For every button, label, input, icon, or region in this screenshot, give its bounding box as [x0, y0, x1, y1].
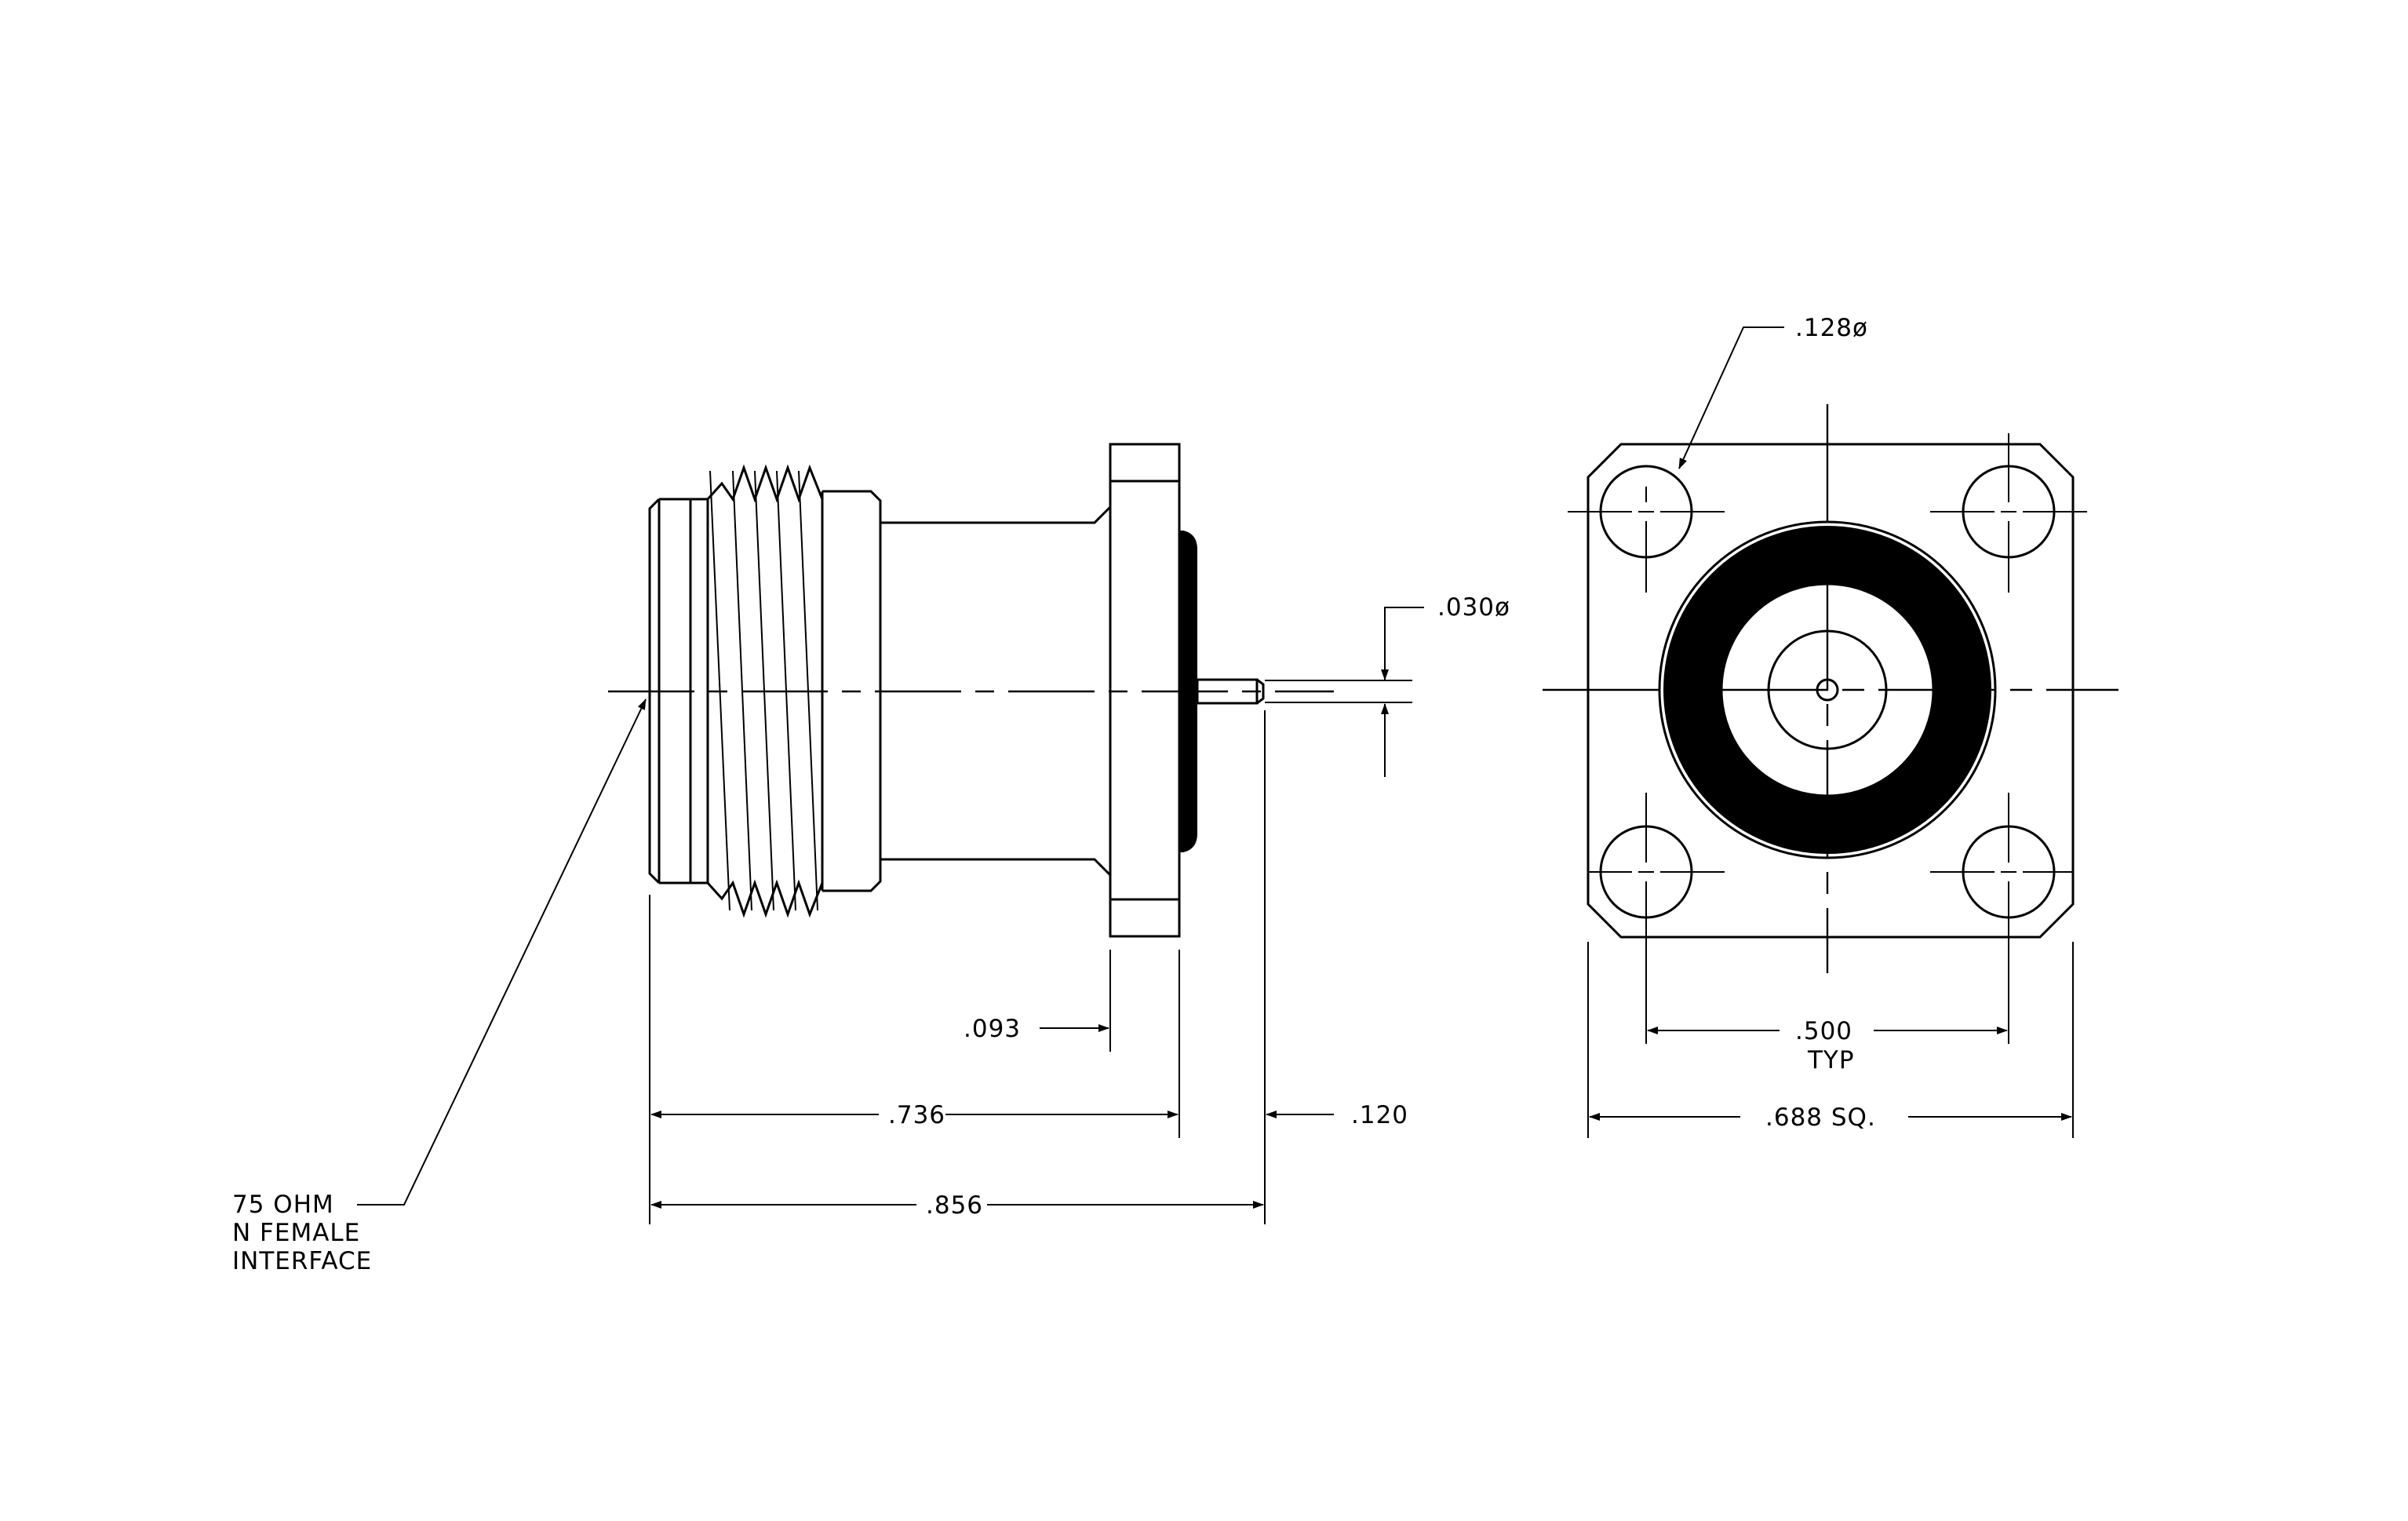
dim-flange-square: .688 SQ.	[1589, 1103, 2072, 1132]
flange	[1109, 443, 1181, 938]
pin-extension-label: .120	[1351, 1101, 1408, 1129]
dim-pin-extension: .120	[1266, 1101, 1408, 1129]
body-neck	[880, 505, 1112, 524]
pin-diameter-label: .030ø	[1437, 593, 1510, 622]
dim-hole-spacing: .500 TYP	[1647, 1017, 2008, 1074]
side-view: .030ø .093 .736 .120 .856 75 OHM N	[232, 443, 1510, 1275]
flange-thickness-label: .093	[964, 1015, 1021, 1043]
flange-outline	[1587, 443, 2075, 939]
dim-flange-thickness: .093	[964, 1015, 1109, 1043]
hole-spacing-label: .500	[1795, 1017, 1852, 1045]
callout-line-1: 75 OHM	[232, 1191, 334, 1219]
hole-centerlines	[1568, 433, 2087, 1044]
callout-line-3: INTERFACE	[232, 1247, 372, 1275]
flange-square-label: .688 SQ.	[1765, 1103, 1876, 1132]
dim-overall-length: .856	[650, 1191, 1264, 1220]
overall-length-label: .856	[926, 1191, 983, 1220]
callout-line-2: N FEMALE	[232, 1219, 360, 1247]
dim-pin-diameter: .030ø	[1381, 593, 1510, 777]
front-view: .128ø .500 TYP .688 SQ.	[1543, 314, 2118, 1138]
hole-spacing-note: TYP	[1807, 1046, 1855, 1074]
dim-hole-diameter: .128ø	[1678, 314, 1868, 469]
interface-callout: 75 OHM N FEMALE INTERFACE	[232, 698, 647, 1275]
dim-body-to-flange: .736	[650, 1101, 1178, 1129]
body-to-flange-label: .736	[888, 1101, 945, 1129]
hole-diameter-label: .128ø	[1795, 314, 1868, 342]
